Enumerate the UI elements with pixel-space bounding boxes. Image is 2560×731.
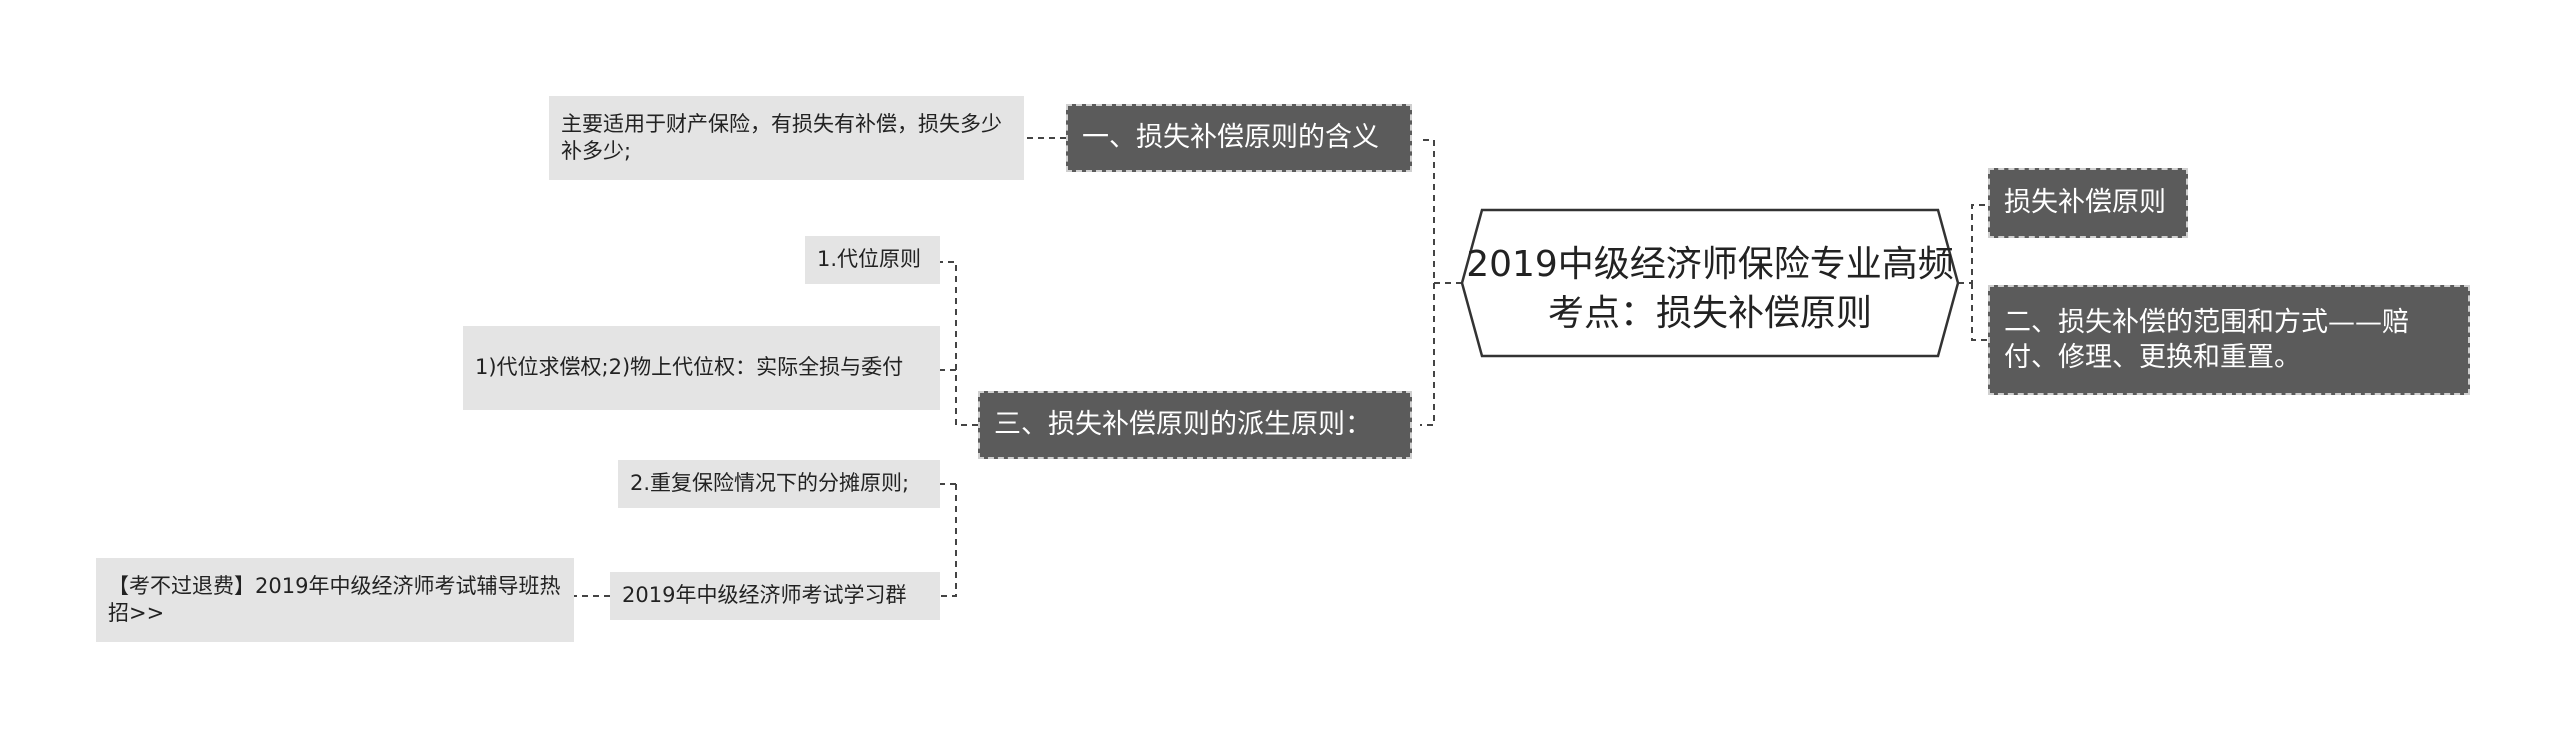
connector-derived-bus — [940, 261, 978, 426]
connector-derived-item4 — [940, 484, 957, 597]
root-node-frame — [1460, 208, 1960, 358]
branch-derived[interactable]: 三、损失补偿原则的派生原则： — [978, 391, 1412, 459]
branch-principle[interactable]: 损失补偿原则 — [1988, 168, 2188, 238]
branch-meaning[interactable]: 一、损失补偿原则的含义 — [1066, 104, 1412, 172]
connector-center-to-derived — [1420, 283, 1435, 426]
promo-link[interactable]: 【考不过退费】2019年中级经济师考试辅导班热招>> — [96, 558, 574, 642]
connector-center-to-meaning — [1420, 139, 1462, 284]
branch-scope[interactable]: 二、损失补偿的范围和方式——赔付、修理、更换和重置。 — [1988, 285, 2470, 395]
derived-item-1[interactable]: 1.代位原则 — [805, 236, 940, 284]
derived-item-3[interactable]: 2.重复保险情况下的分摊原则; — [618, 460, 940, 508]
derived-item-4[interactable]: 2019年中级经济师考试学习群 — [610, 572, 940, 620]
connector-center-to-scope — [1971, 283, 1988, 341]
root-title: 2019中级经济师保险专业高频考点：损失补偿原则 — [1466, 244, 1954, 334]
connector-center-to-principle — [1958, 204, 1988, 284]
meaning-detail[interactable]: 主要适用于财产保险，有损失有补偿，损失多少补多少; — [549, 96, 1024, 180]
derived-item-2[interactable]: 1)代位求偿权;2)物上代位权：实际全损与委付 — [463, 326, 940, 410]
